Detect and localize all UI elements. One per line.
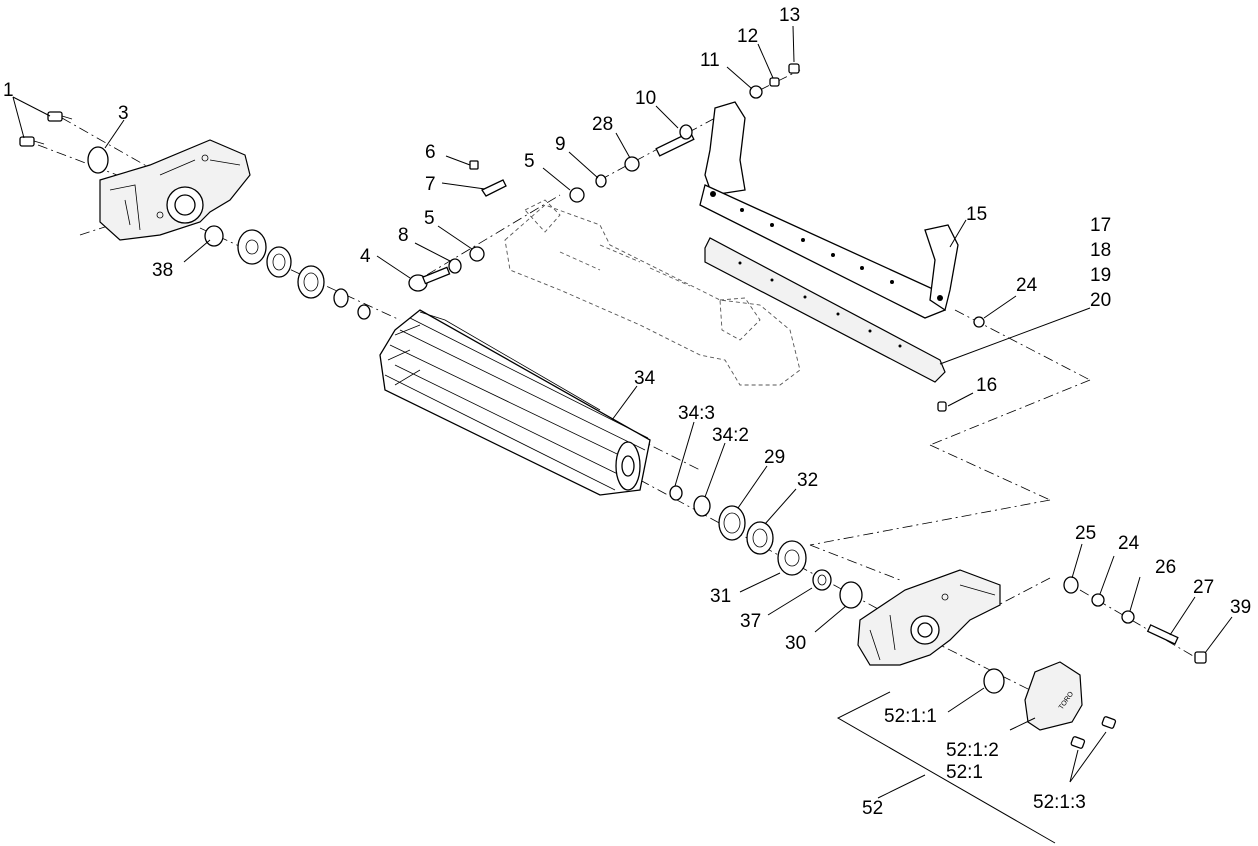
callout-24-upper: 24 — [1016, 275, 1038, 296]
callout-5-upper: 5 — [524, 151, 535, 172]
callout-8: 8 — [398, 225, 409, 246]
callout-37: 37 — [740, 611, 761, 632]
callout-52-1-2: 52:1:2 — [946, 740, 999, 761]
callout-3: 3 — [118, 103, 129, 124]
washer-24-upper — [973, 316, 985, 328]
cover-52-1: TORO — [983, 661, 1083, 731]
callout-34: 34 — [634, 368, 656, 389]
washer-32 — [746, 521, 774, 555]
spacer-25 — [1063, 576, 1079, 594]
callout-16: 16 — [976, 375, 997, 396]
screw-6 — [469, 160, 479, 170]
nut-12 — [769, 77, 780, 87]
callout-30: 30 — [785, 633, 806, 654]
callout-11: 11 — [700, 50, 720, 71]
callout-32: 32 — [797, 470, 818, 491]
bearing-31 — [777, 540, 807, 576]
callout-20: 20 — [1090, 290, 1111, 311]
leader-lines — [12, 25, 1233, 783]
o-ring-3 — [87, 146, 109, 174]
adjuster-10 — [655, 124, 695, 157]
callout-labels: 1 3 6 7 5 9 28 10 11 12 13 5 8 4 38 15 1… — [3, 5, 1251, 819]
callout-4: 4 — [360, 246, 371, 267]
washer-26 — [1121, 610, 1135, 624]
callout-17: 17 — [1090, 215, 1111, 236]
callout-26: 26 — [1155, 557, 1176, 578]
callout-34-2: 34:2 — [712, 425, 749, 446]
callout-34-3: 34:3 — [678, 403, 715, 424]
callout-28: 28 — [592, 114, 613, 135]
callout-39: 39 — [1230, 597, 1251, 618]
callout-10: 10 — [635, 88, 656, 109]
bolt-1-upper — [47, 111, 73, 122]
callout-52-1-1: 52:1:1 — [884, 706, 937, 727]
seal-29 — [718, 505, 746, 541]
callout-9: 9 — [555, 134, 566, 155]
bedknife — [704, 237, 946, 383]
bushing-5-lower — [469, 246, 485, 262]
washer-9 — [595, 174, 607, 188]
left-side-plate — [99, 139, 251, 241]
frame-phantom — [504, 199, 801, 386]
callout-6: 6 — [425, 142, 436, 163]
nut-39 — [1194, 651, 1207, 664]
spacer-34-3 — [669, 485, 683, 501]
callout-19: 19 — [1090, 265, 1111, 286]
callout-12: 12 — [737, 26, 758, 47]
callout-27: 27 — [1193, 577, 1214, 598]
o-ring-30 — [839, 581, 863, 609]
callout-7: 7 — [425, 174, 436, 195]
o-ring-52-1-1 — [983, 668, 1005, 694]
callout-15: 15 — [966, 204, 987, 225]
washer-11 — [749, 85, 763, 99]
callout-38: 38 — [152, 260, 173, 281]
bolt-52-1-3-upper — [1101, 716, 1117, 729]
bolt-1-lower — [19, 136, 45, 147]
callout-52: 52 — [862, 798, 883, 819]
washer-24-lower — [1091, 593, 1105, 607]
callout-18: 18 — [1090, 240, 1111, 261]
snap-ring-34-2 — [693, 495, 711, 517]
callout-5-lower: 5 — [424, 208, 435, 229]
stud-27 — [1146, 624, 1179, 645]
shaft-4 — [408, 266, 451, 292]
bedbar-15 — [699, 101, 959, 319]
callout-25: 25 — [1075, 523, 1096, 544]
ring-8 — [448, 258, 462, 274]
bolt-52-1-3-lower — [1070, 736, 1086, 749]
nut-28 — [624, 156, 640, 172]
callout-24-lower: 24 — [1118, 533, 1140, 554]
reel-34 — [379, 309, 651, 496]
plate-7 — [481, 179, 507, 197]
bushing-5-upper — [569, 187, 585, 203]
screw-16 — [937, 401, 947, 412]
callout-52-1: 52:1 — [946, 762, 983, 783]
nut-13 — [788, 63, 800, 74]
right-side-plate — [857, 569, 1001, 666]
callout-1: 1 — [3, 80, 14, 101]
bearing-stack-left — [204, 225, 371, 320]
callout-13: 13 — [779, 5, 800, 26]
nut-37 — [812, 569, 832, 591]
callout-52-1-3: 52:1:3 — [1033, 792, 1086, 813]
group-bracket-52 — [836, 691, 1056, 844]
callout-29: 29 — [764, 447, 785, 468]
callout-31: 31 — [710, 586, 731, 607]
